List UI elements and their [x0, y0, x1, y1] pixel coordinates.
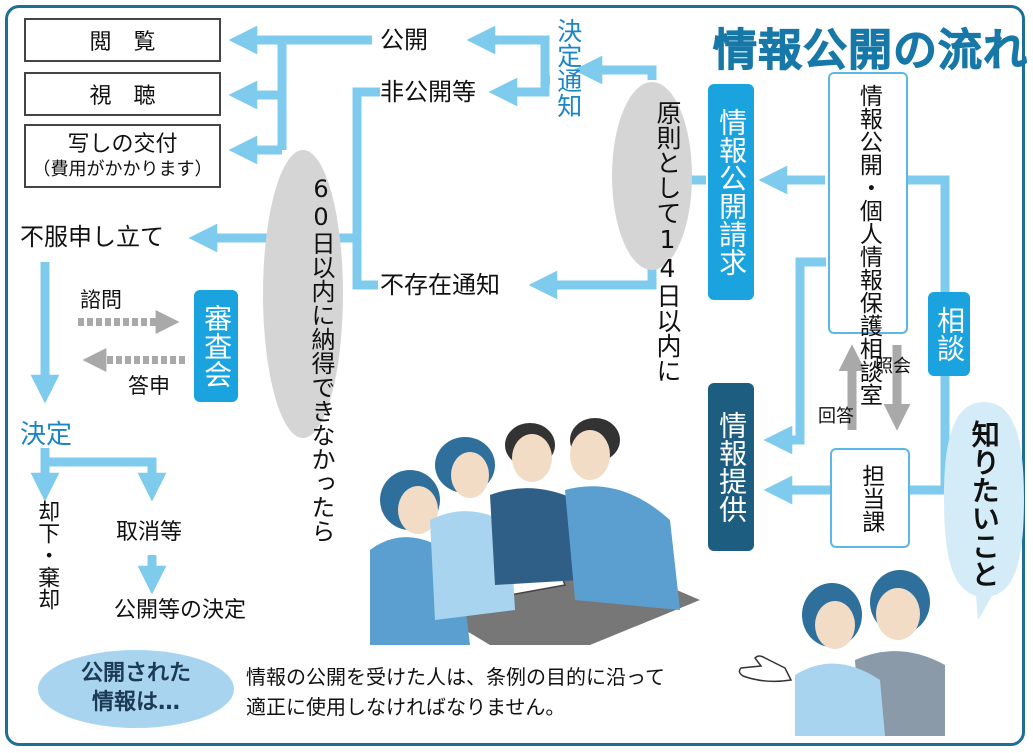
- query-label: 照会: [875, 356, 911, 377]
- objection-deadline-oval: [263, 150, 343, 438]
- request-label: 情報公開請求: [715, 108, 749, 276]
- appeal-label: 不服申し立て: [20, 223, 164, 251]
- report-label: 答申: [128, 374, 170, 398]
- office-label: 情報公開・個人情報保護相談室: [855, 84, 882, 406]
- published-info-badge: 公開された 情報は…: [38, 650, 234, 728]
- office-box: 情報公開・個人情報保護相談室: [828, 72, 908, 406]
- answer-label: 回答: [818, 406, 854, 427]
- council-label: 審査会: [200, 304, 234, 388]
- copy-fee-note: （費用がかかります）: [32, 158, 213, 180]
- pointing-hand-icon: [738, 655, 793, 683]
- people-illustration: [795, 570, 945, 736]
- final-decision-label: 決定: [20, 420, 73, 450]
- deadline-text: 原則として14日以内に: [653, 100, 682, 383]
- outer-frame: [5, 5, 1025, 746]
- deadline-oval: [612, 82, 692, 270]
- published-badge-line1: 公開された: [80, 661, 191, 687]
- public-decision-label: 公開等の決定: [114, 598, 247, 623]
- decision-notice-label: 決定通知: [553, 18, 583, 118]
- listen-box: 視 聴: [24, 72, 221, 116]
- published-badge-line2: 情報は…: [91, 690, 180, 715]
- provision-label: 情報提供: [715, 411, 749, 523]
- inquiry-label: 諮問: [80, 288, 122, 312]
- section-label: 担当課: [857, 463, 884, 533]
- view-box: 閲 覧: [24, 18, 221, 62]
- section-box: 担当課: [830, 448, 910, 548]
- diagram-title: 情報公開の流れ: [713, 25, 1028, 77]
- dismiss-label: 却下・棄却: [34, 500, 60, 610]
- non-public-label: 非公開等: [380, 78, 476, 106]
- provision-badge: 情報提供: [708, 383, 754, 551]
- not-exist-label: 不存在通知: [380, 271, 500, 299]
- note-line2: 適正に使用しなければなりません。: [246, 695, 566, 719]
- note-line1: 情報の公開を受けた人は、条例の目的に沿って: [246, 665, 665, 689]
- consult-label: 相談: [933, 306, 967, 362]
- want-to-know-label: 知りたいこと: [967, 420, 1001, 588]
- objection-deadline-text: 60日以内に納得できなかったら: [307, 175, 335, 543]
- copy-box: 写しの交付 （費用がかかります）: [24, 124, 221, 188]
- copy-label: 写しの交付: [67, 132, 178, 157]
- speech-bubble: [944, 402, 1024, 620]
- cancel-label: 取消等: [116, 520, 183, 545]
- request-badge: 情報公開請求: [708, 84, 754, 300]
- consult-badge: 相談: [928, 292, 970, 376]
- public-label: 公開: [380, 26, 428, 54]
- council-badge: 審査会: [194, 290, 238, 402]
- meeting-illustration: [370, 418, 700, 645]
